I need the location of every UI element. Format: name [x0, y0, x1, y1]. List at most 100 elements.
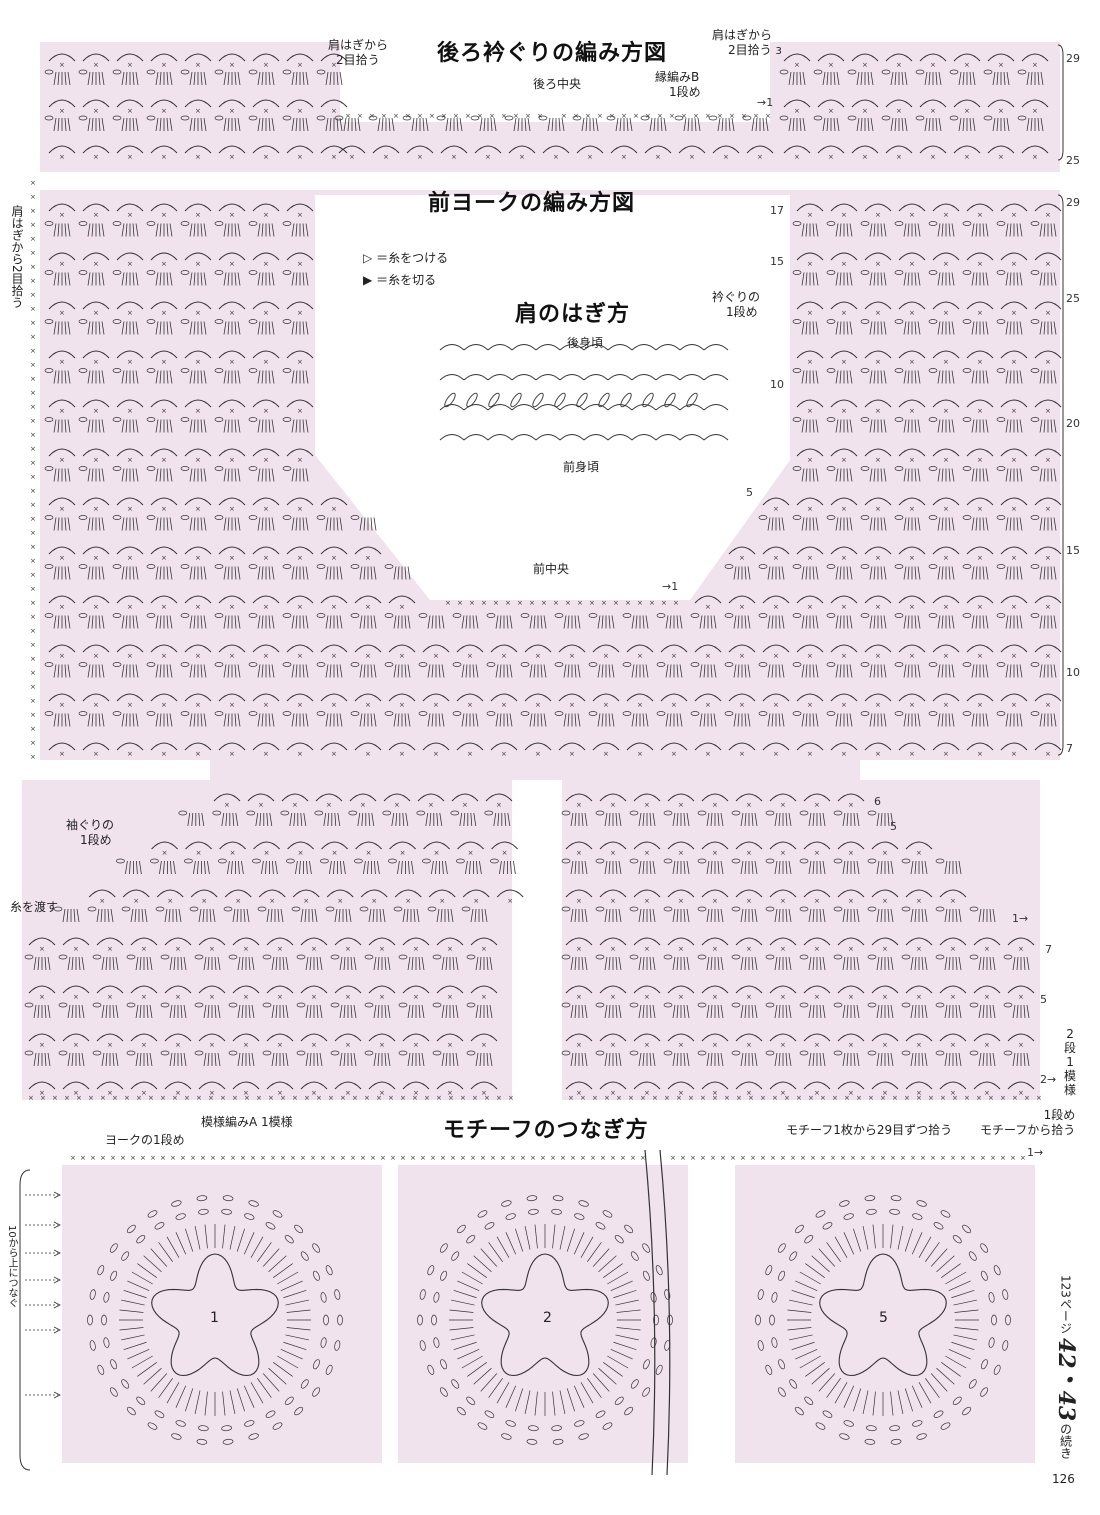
svg-text:×: × [263, 153, 269, 161]
svg-text:×: × [909, 358, 915, 366]
svg-text:×: × [784, 1094, 790, 1102]
svg-text:×: × [880, 1094, 886, 1102]
svg-text:×: × [882, 1041, 888, 1049]
svg-text:×: × [195, 505, 201, 513]
svg-text:×: × [127, 260, 133, 268]
svg-text:×: × [345, 1089, 351, 1097]
svg-text:×: × [93, 211, 99, 219]
svg-text:×: × [513, 112, 519, 120]
neckline-line1: 衿ぐりの [712, 290, 761, 304]
svg-text:×: × [904, 1094, 910, 1102]
svg-text:×: × [800, 1154, 806, 1162]
svg-text:×: × [519, 153, 525, 161]
back-body-label: 後身頃 [567, 336, 604, 350]
svg-text:×: × [30, 403, 36, 411]
svg-text:×: × [637, 652, 643, 660]
svg-text:×: × [30, 739, 36, 747]
svg-text:×: × [161, 456, 167, 464]
svg-text:×: × [30, 725, 36, 733]
svg-text:×: × [610, 801, 616, 809]
svg-text:×: × [210, 1154, 216, 1162]
svg-text:×: × [980, 1154, 986, 1162]
carry-yarn-label: 糸を渡す [10, 900, 59, 914]
svg-text:×: × [200, 1154, 206, 1162]
svg-text:×: × [93, 456, 99, 464]
svg-text:×: × [311, 1089, 317, 1097]
svg-text:×: × [379, 1089, 385, 1097]
svg-text:×: × [39, 945, 45, 953]
svg-text:×: × [93, 603, 99, 611]
svg-text:×: × [529, 599, 535, 607]
row1-line2: モチーフから拾う [980, 1123, 1076, 1137]
svg-text:×: × [862, 61, 868, 69]
svg-text:×: × [930, 1154, 936, 1162]
svg-text:×: × [371, 897, 377, 905]
svg-text:×: × [127, 701, 133, 709]
svg-text:×: × [292, 1094, 298, 1102]
svg-text:×: × [505, 599, 511, 607]
arrow-1-top: →1 [757, 96, 774, 109]
svg-text:×: × [229, 652, 235, 660]
svg-text:×: × [1045, 260, 1051, 268]
svg-text:×: × [30, 179, 36, 187]
svg-text:×: × [875, 750, 881, 758]
svg-text:×: × [235, 897, 241, 905]
svg-text:×: × [587, 153, 593, 161]
svg-text:×: × [30, 291, 36, 299]
svg-text:×: × [820, 1154, 826, 1162]
svg-text:×: × [365, 652, 371, 660]
svg-text:×: × [481, 599, 487, 607]
svg-text:×: × [320, 1154, 326, 1162]
svg-text:×: × [436, 1094, 442, 1102]
svg-text:×: × [909, 652, 915, 660]
svg-text:×: × [30, 627, 36, 635]
svg-text:×: × [1032, 107, 1038, 115]
svg-text:×: × [640, 1094, 646, 1102]
svg-text:×: × [882, 945, 888, 953]
svg-text:×: × [161, 554, 167, 562]
two-rows-one-pattern: 2 段 1 模 様 [1064, 1027, 1076, 1097]
svg-text:×: × [603, 701, 609, 709]
svg-text:×: × [263, 107, 269, 115]
svg-text:×: × [93, 701, 99, 709]
svg-text:×: × [950, 897, 956, 905]
svg-text:×: × [1036, 1094, 1042, 1102]
svg-text:×: × [739, 750, 745, 758]
svg-text:×: × [316, 1094, 322, 1102]
svg-text:×: × [977, 407, 983, 415]
svg-text:×: × [127, 505, 133, 513]
svg-text:×: × [814, 945, 820, 953]
svg-text:×: × [613, 599, 619, 607]
svg-text:×: × [916, 849, 922, 857]
svg-text:×: × [280, 1154, 286, 1162]
svg-text:×: × [141, 1041, 147, 1049]
svg-text:×: × [433, 701, 439, 709]
svg-text:×: × [671, 701, 677, 709]
svg-text:×: × [127, 554, 133, 562]
svg-text:×: × [340, 1094, 346, 1102]
svg-text:×: × [196, 849, 202, 857]
svg-text:×: × [447, 993, 453, 1001]
svg-text:×: × [814, 993, 820, 1001]
svg-text:×: × [127, 211, 133, 219]
svg-text:×: × [977, 652, 983, 660]
motif-number-5: 5 [879, 1310, 888, 1326]
svg-text:×: × [848, 801, 854, 809]
svg-text:×: × [790, 1154, 796, 1162]
svg-text:×: × [501, 701, 507, 709]
svg-text:×: × [195, 701, 201, 709]
svg-text:×: × [243, 1089, 249, 1097]
svg-text:×: × [130, 1154, 136, 1162]
svg-text:×: × [357, 112, 363, 120]
svg-text:×: × [232, 1094, 238, 1102]
svg-text:×: × [856, 1094, 862, 1102]
svg-text:×: × [875, 456, 881, 464]
svg-text:×: × [290, 1154, 296, 1162]
svg-text:×: × [303, 897, 309, 905]
motif-number-1: 1 [210, 1310, 219, 1326]
svg-text:×: × [705, 603, 711, 611]
svg-text:×: × [760, 1154, 766, 1162]
pick-up-right-num: 3 [775, 46, 782, 57]
svg-text:×: × [930, 61, 936, 69]
svg-text:×: × [723, 153, 729, 161]
